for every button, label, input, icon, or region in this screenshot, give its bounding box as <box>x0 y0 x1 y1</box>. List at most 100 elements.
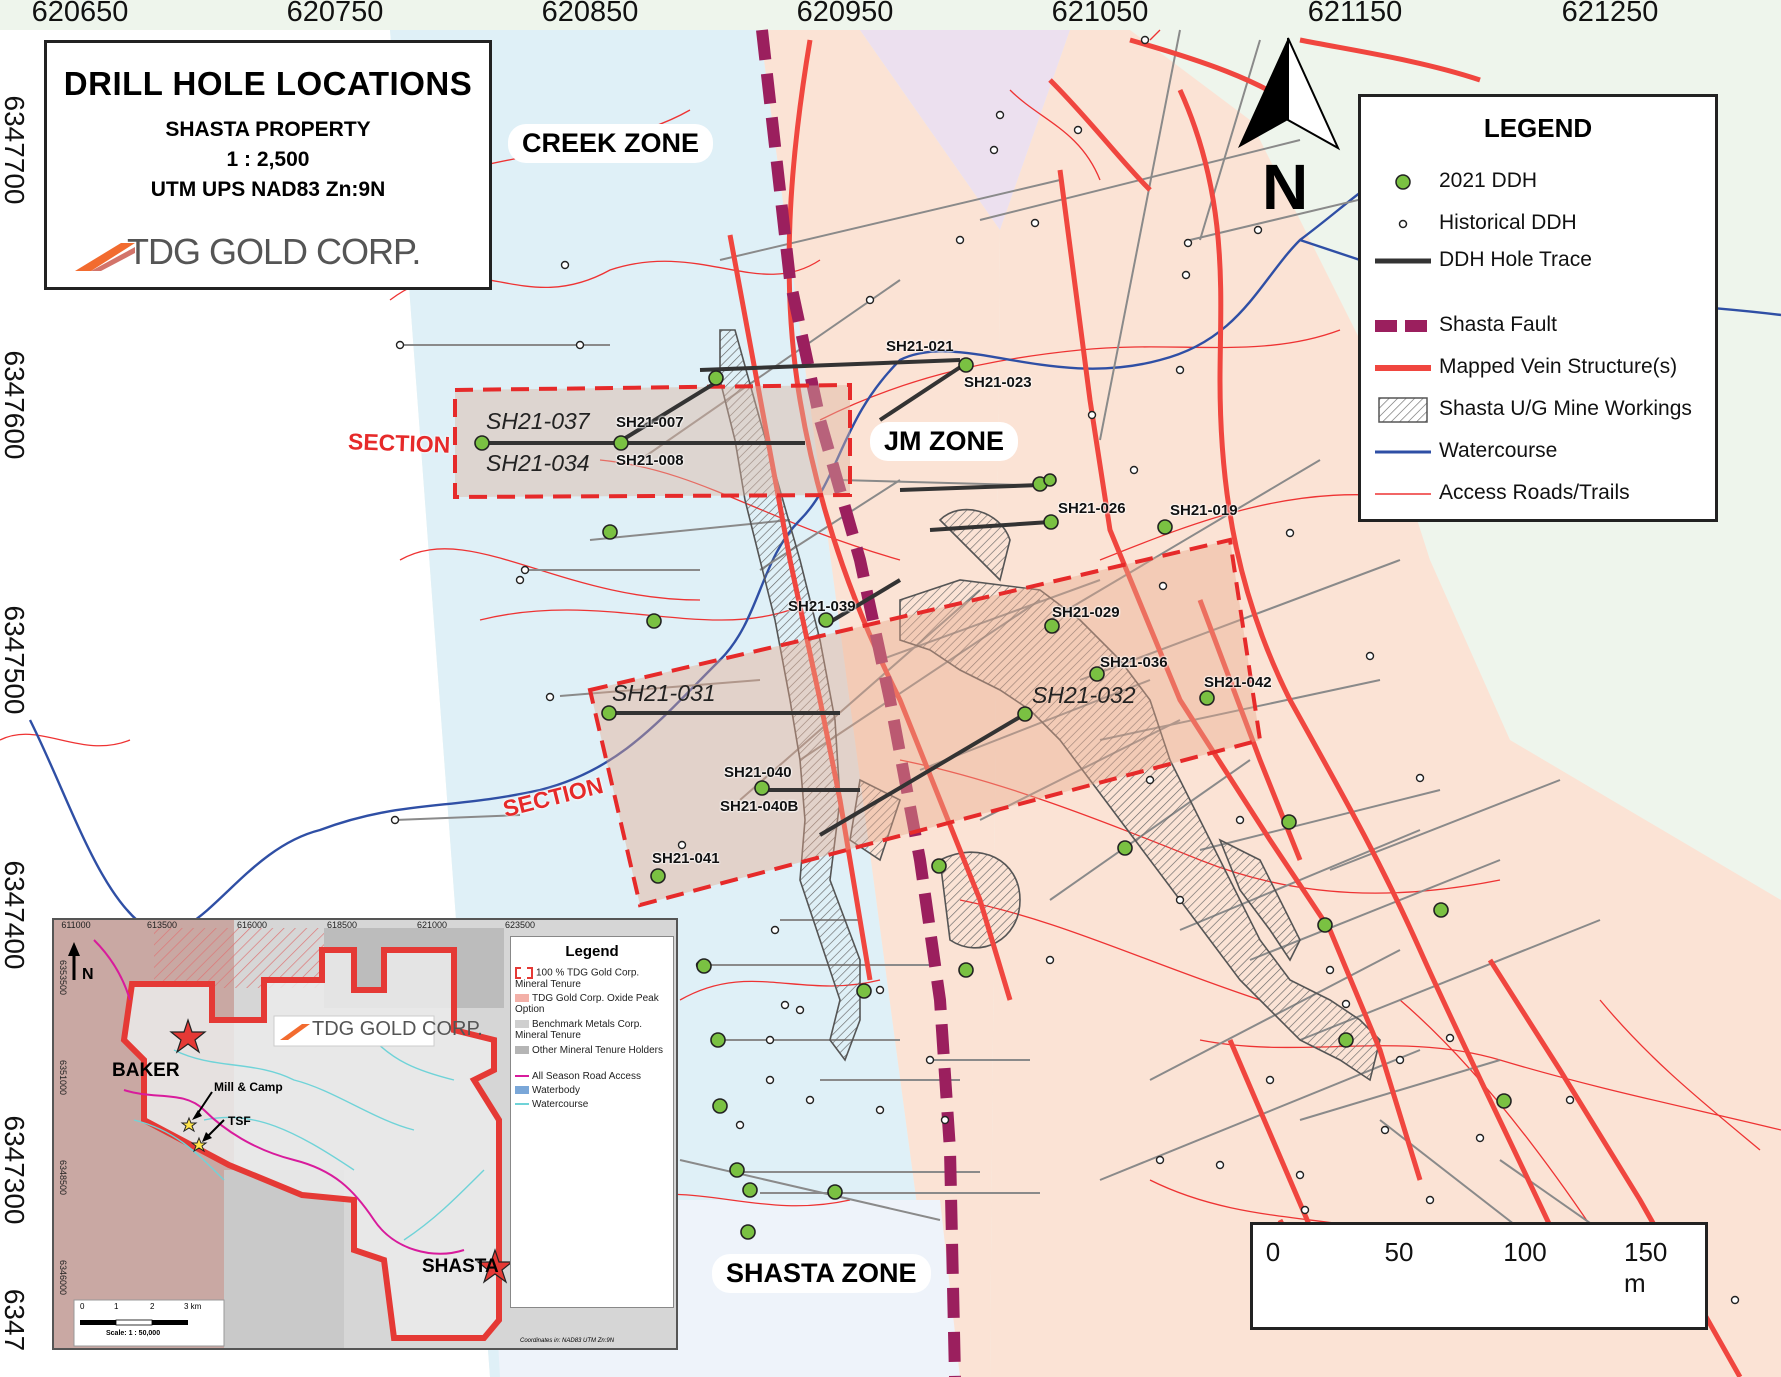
hole-label-sh21-026: SH21-026 <box>1058 500 1126 517</box>
hole-label-sh21-042: SH21-042 <box>1204 674 1272 691</box>
property-name: SHASTA PROPERTY <box>165 118 371 141</box>
inset-easting-1: 613500 <box>146 920 178 930</box>
legend-item-shasta-fault: Shasta Fault <box>1375 311 1715 341</box>
inset-map: 611000 613500 616000 618500 621000 62350… <box>52 918 678 1350</box>
tenure-outline-icon <box>515 967 533 979</box>
legend-label: Access Roads/Trails <box>1439 481 1630 504</box>
inset-legend-item: 100 % TDG Gold Corp. Mineral Tenure <box>515 967 673 990</box>
legend-label: DDH Hole Trace <box>1439 248 1592 271</box>
map-scale: 1 : 2,500 <box>226 148 310 171</box>
company-logo: TDG GOLD CORP. <box>75 229 475 279</box>
hole-label-sh21-040b: SH21-040B <box>720 798 799 815</box>
inset-northing-2: 6348500 <box>58 1160 68 1196</box>
inset-scale-tick-1: 1 <box>114 1302 119 1311</box>
shasta-fault <box>756 29 961 1377</box>
section-label-upper: SECTION <box>347 428 451 458</box>
inset-legend-item: Benchmark Metals Corp. Mineral Tenure <box>515 1019 673 1041</box>
northing-label-0: 6347700 <box>0 95 30 205</box>
hole-label-sh21-036: SH21-036 <box>1100 654 1168 671</box>
inset-legend-item: All Season Road Access <box>515 1071 641 1082</box>
historical-ddh-collars <box>390 35 1740 1325</box>
inset-easting-4: 621000 <box>416 920 448 930</box>
road-line-icon <box>515 1075 529 1078</box>
small-dot-icon <box>1398 219 1408 229</box>
inset-northing-1: 6351000 <box>58 1060 68 1096</box>
jm-zone-label: JM ZONE <box>870 422 1019 461</box>
inset-easting-2: 616000 <box>236 920 268 930</box>
green-dot-icon <box>1395 174 1411 190</box>
legend-item-historical-ddh: Historical DDH <box>1375 209 1715 239</box>
inset-easting-3: 618500 <box>326 920 358 930</box>
legend-item-vein-structure: Mapped Vein Structure(s) <box>1375 353 1715 383</box>
hole-label-sh21-034: SH21-034 <box>486 450 590 476</box>
easting-label-4: 621050 <box>1051 0 1149 28</box>
hatch-icon <box>1378 397 1428 423</box>
inset-canvas <box>54 920 676 1348</box>
hole-label-sh21-023: SH21-023 <box>964 374 1032 391</box>
scale-tick-3: 150 m <box>1624 1237 1668 1298</box>
inset-legend-label: TDG Gold Corp. Oxide Peak Option <box>515 993 659 1015</box>
easting-label-6: 621250 <box>1561 0 1659 28</box>
hole-label-sh21-029: SH21-029 <box>1052 604 1120 621</box>
inset-legend-label: Waterbody <box>532 1085 580 1096</box>
legend-label: 2021 DDH <box>1439 169 1538 192</box>
inset-legend-item: Waterbody <box>515 1085 580 1096</box>
inset-scale-tick-3: 3 km <box>184 1302 202 1311</box>
inset-legend-label: Other Mineral Tenure Holders <box>532 1045 663 1056</box>
dark-line-icon <box>1375 258 1431 264</box>
inset-easting-0: 611000 <box>61 920 91 930</box>
logo-text: TDG GOLD CORP. <box>127 231 421 272</box>
blue-line-icon <box>1375 450 1431 454</box>
north-arrow-right-half <box>1287 37 1341 151</box>
benchmark-swatch-icon <box>515 1020 529 1029</box>
other-tenure-swatch-icon <box>515 1046 529 1055</box>
legend-item-2021-ddh: 2021 DDH <box>1375 167 1715 197</box>
hole-label-sh21-019: SH21-019 <box>1170 502 1238 519</box>
inset-place-baker: BAKER <box>112 1060 180 1081</box>
northing-label-5: 6347 <box>0 1288 30 1352</box>
legend-item-watercourse: Watercourse <box>1375 437 1715 467</box>
easting-label-0: 620650 <box>31 0 129 28</box>
easting-label-3: 620950 <box>796 0 894 28</box>
northing-label-2: 6347500 <box>0 605 30 715</box>
inset-northing-0: 6353500 <box>58 960 68 996</box>
hole-label-sh21-031: SH21-031 <box>612 680 716 706</box>
easting-label-2: 620850 <box>541 0 639 28</box>
map-title: DRILL HOLE LOCATIONS <box>63 65 473 102</box>
inset-north-label: N <box>82 966 94 983</box>
legend-label: Shasta U/G Mine Workings <box>1439 397 1692 420</box>
dashed-purple-line-icon <box>1375 320 1431 332</box>
inset-legend: Legend 100 % TDG Gold Corp. Mineral Tenu… <box>510 936 674 1308</box>
watercourse-line-icon <box>515 1103 529 1106</box>
northing-label-1: 6347600 <box>0 350 30 460</box>
hole-label-sh21-007: SH21-007 <box>616 414 684 431</box>
map-projection: UTM UPS NAD83 Zn:9N <box>150 178 386 201</box>
legend: LEGEND 2021 DDH Historical DDH DDH Hole … <box>1358 94 1718 522</box>
north-label: N <box>1262 151 1309 223</box>
thin-red-line-icon <box>1375 493 1431 495</box>
inset-easting-5: 623500 <box>504 920 536 930</box>
inset-legend-item: Watercourse <box>515 1099 588 1110</box>
section-box-lower <box>587 537 1263 908</box>
title-details: SHASTA PROPERTY 1 : 2,500 UTM UPS NAD83 … <box>47 115 489 205</box>
waterbody-swatch-icon <box>515 1086 529 1095</box>
hole-label-sh21-041: SH21-041 <box>652 850 720 867</box>
scale-tick-0: 0 <box>1265 1237 1281 1267</box>
legend-label: Historical DDH <box>1439 211 1577 234</box>
scale-tick-1: 50 <box>1384 1237 1414 1267</box>
hole-label-sh21-039: SH21-039 <box>788 598 856 615</box>
watercourse-main <box>28 178 1381 934</box>
inset-legend-title: Legend <box>565 943 619 960</box>
inset-northing-3: 6346000 <box>58 1260 68 1296</box>
legend-label: Mapped Vein Structure(s) <box>1439 355 1678 378</box>
easting-label-1: 620750 <box>286 0 384 28</box>
inset-legend-item: Other Mineral Tenure Holders <box>515 1045 663 1056</box>
inset-scale-tick-0: 0 <box>80 1302 85 1311</box>
northing-label-4: 6347300 <box>0 1115 30 1225</box>
ddh-hole-traces <box>482 358 1051 837</box>
scale-tick-2: 100 <box>1503 1237 1547 1267</box>
inset-scale-text: Scale: 1 : 50,000 <box>106 1330 161 1337</box>
inset-place-shasta: SHASTA <box>422 1256 499 1277</box>
hole-label-sh21-008: SH21-008 <box>616 452 684 469</box>
